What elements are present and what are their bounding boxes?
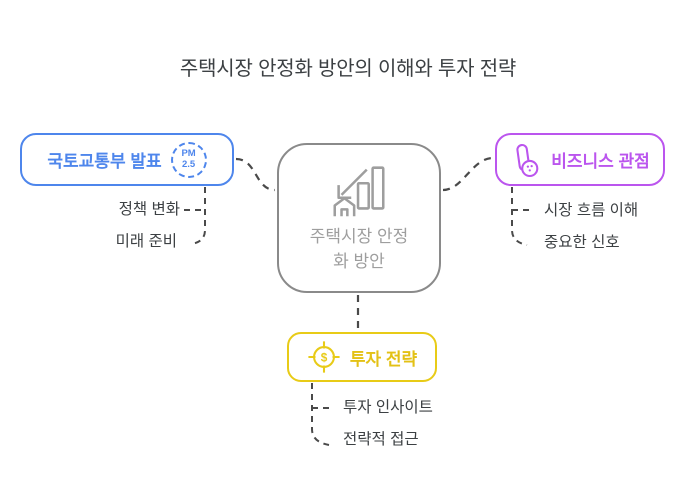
bowling-ball-and-pin-icon (510, 142, 542, 178)
center-node-label: 주택시장 안정 화 방안 (310, 225, 409, 274)
investment-node-label: 투자 전략 (349, 349, 418, 369)
node-investment-strategy[interactable]: $ 투자 전략 (287, 332, 437, 382)
node-center-topic[interactable]: 주택시장 안정 화 방안 (277, 143, 441, 293)
connector-ministry-to-center (235, 157, 276, 192)
node-ministry-announcement[interactable]: 국토교통부 발표 PM 2.5 (20, 133, 234, 186)
investment-child-insight[interactable]: 투자 인사이트 (343, 399, 433, 416)
ministry-node-label: 국토교통부 발표 (47, 152, 162, 171)
pm25-icon-text-top: PM (181, 148, 196, 160)
business-child-market-flow[interactable]: 시장 흐름 이해 (544, 202, 639, 219)
ministry-child-future-preparation[interactable]: 미래 준비 (115, 233, 177, 250)
node-business-perspective[interactable]: 비즈니스 관점 (495, 133, 665, 186)
center-label-line1: 주택시장 안정 (309, 227, 409, 247)
house-bar-chart-decline-icon (326, 161, 392, 219)
dollar-target-icon: $ (307, 340, 341, 374)
page-title: 주택시장 안정화 방안의 이해와 투자 전략 (179, 58, 517, 80)
pm25-icon-text-bottom: 2.5 (181, 158, 196, 170)
center-label-line2: 화 방안 (333, 252, 385, 271)
business-children-trunk (511, 187, 528, 246)
business-child-important-signals[interactable]: 중요한 신호 (544, 234, 620, 251)
business-node-label: 비즈니스 관점 (551, 152, 650, 171)
pm25-cloud-icon: PM 2.5 (170, 141, 207, 178)
investment-children-trunk (311, 383, 330, 446)
ministry-child-policy-change[interactable]: 정책 변화 (118, 201, 180, 218)
dollar-symbol: $ (321, 350, 328, 364)
connector-center-to-business (442, 156, 494, 192)
investment-child-strategic-approach[interactable]: 전략적 접근 (343, 431, 419, 448)
ministry-children-trunk (190, 187, 206, 245)
